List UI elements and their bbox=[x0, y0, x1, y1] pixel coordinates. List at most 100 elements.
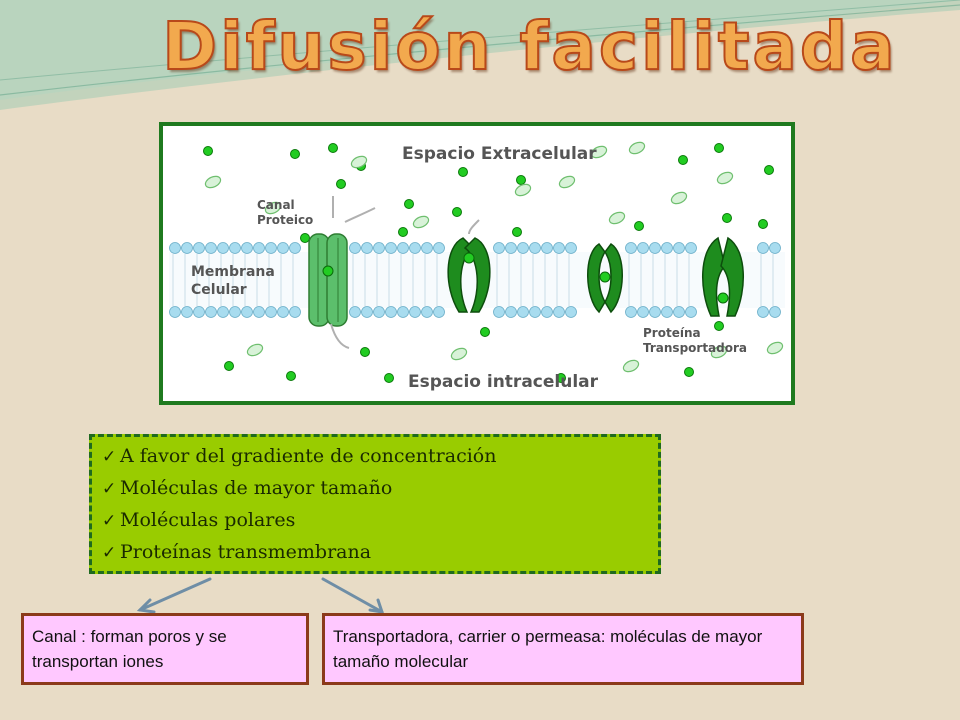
lipid-head bbox=[661, 306, 673, 318]
lipid-head bbox=[769, 306, 781, 318]
lipid-head bbox=[685, 306, 697, 318]
polar-molecule bbox=[514, 183, 532, 197]
lipid-head bbox=[169, 306, 181, 318]
solute-particle bbox=[328, 143, 338, 153]
lipid-head bbox=[229, 242, 241, 254]
lipid-head bbox=[757, 242, 769, 254]
polar-molecule bbox=[350, 155, 368, 169]
solute-particle bbox=[404, 199, 414, 209]
feature-item: ✓Proteínas transmembrana bbox=[102, 537, 648, 569]
solute-particle bbox=[224, 361, 234, 371]
solute-particle bbox=[714, 321, 724, 331]
carrier-protein-closed bbox=[587, 242, 623, 314]
lipid-head bbox=[397, 242, 409, 254]
solute-particle bbox=[684, 367, 694, 377]
label-channel-line1: Canal bbox=[257, 198, 295, 212]
polar-molecule bbox=[264, 201, 282, 215]
lipid-head bbox=[673, 242, 685, 254]
lipid-head bbox=[433, 306, 445, 318]
lipid-head bbox=[349, 242, 361, 254]
lipid-head bbox=[289, 306, 301, 318]
lipid-head bbox=[757, 306, 769, 318]
lipid-head bbox=[205, 242, 217, 254]
solute-particle bbox=[290, 149, 300, 159]
facilitated-diffusion-diagram: Espacio Extracelular Espacio intracelula… bbox=[159, 122, 795, 405]
lipid-head bbox=[505, 306, 517, 318]
solute-particle bbox=[512, 227, 522, 237]
solute-particle bbox=[480, 327, 490, 337]
solute-particle bbox=[336, 179, 346, 189]
lipid-head bbox=[349, 306, 361, 318]
lipid-head bbox=[229, 306, 241, 318]
solute-particle bbox=[203, 146, 213, 156]
check-icon: ✓ bbox=[102, 511, 117, 531]
polar-molecule bbox=[608, 211, 626, 225]
lipid-head bbox=[565, 306, 577, 318]
carrier-protein-open-out bbox=[447, 237, 491, 313]
lipid-head bbox=[769, 242, 781, 254]
lipid-head bbox=[181, 242, 193, 254]
lipid-head bbox=[265, 306, 277, 318]
lipid-head bbox=[193, 242, 205, 254]
lipid-head bbox=[373, 306, 385, 318]
solute-particle bbox=[764, 165, 774, 175]
lipid-head bbox=[565, 242, 577, 254]
lipid-head bbox=[241, 242, 253, 254]
lipid-head bbox=[289, 242, 301, 254]
carrier-type-box: Transportadora, carrier o permeasa: molé… bbox=[322, 613, 804, 685]
polar-molecule bbox=[622, 359, 640, 373]
polar-molecule bbox=[246, 343, 264, 357]
particles bbox=[203, 141, 784, 383]
carrier-protein-open-in bbox=[702, 236, 744, 317]
feature-item: ✓Moléculas polares bbox=[102, 505, 648, 537]
solute-particle bbox=[634, 221, 644, 231]
lipid-head bbox=[517, 306, 529, 318]
solute-particle bbox=[516, 175, 526, 185]
label-carrier-line1: Proteína bbox=[643, 326, 701, 340]
lipid-head bbox=[241, 306, 253, 318]
lipid-head bbox=[493, 242, 505, 254]
page-title: Difusión facilitada bbox=[161, 7, 898, 86]
label-channel: Canal Proteico bbox=[257, 198, 313, 228]
lipid-head bbox=[217, 242, 229, 254]
lipid-head bbox=[277, 242, 289, 254]
lipid-head bbox=[253, 242, 265, 254]
label-intracellular: Espacio intracelular bbox=[408, 372, 599, 392]
label-membrane: Membrana Celular bbox=[191, 263, 275, 299]
lipid-head bbox=[397, 306, 409, 318]
label-carrier-line2: Transportadora bbox=[643, 341, 748, 355]
channel-type-box: Canal : forman poros y se transportan io… bbox=[21, 613, 309, 685]
solute-particle bbox=[300, 233, 310, 243]
polar-molecule bbox=[204, 175, 222, 189]
label-membrane-line2: Celular bbox=[191, 282, 247, 298]
solute-particle bbox=[758, 219, 768, 229]
check-icon: ✓ bbox=[102, 479, 117, 499]
solute-particle bbox=[678, 155, 688, 165]
label-carrier: Proteína Transportadora bbox=[643, 326, 747, 356]
label-extracellular: Espacio Extracelular bbox=[402, 144, 597, 164]
polar-molecule bbox=[558, 175, 576, 189]
polar-molecule bbox=[628, 141, 646, 155]
lipid-head bbox=[193, 306, 205, 318]
lipid-head bbox=[541, 242, 553, 254]
solute-particle bbox=[714, 143, 724, 153]
lipid-head bbox=[553, 306, 565, 318]
feature-item: ✓A favor del gradiente de concentración bbox=[102, 441, 648, 473]
polar-molecule bbox=[710, 345, 728, 359]
lipid-head bbox=[385, 242, 397, 254]
polar-molecule bbox=[766, 341, 784, 355]
solute-particle bbox=[722, 213, 732, 223]
polar-molecule bbox=[670, 191, 688, 205]
lipid-head bbox=[505, 242, 517, 254]
polar-molecule bbox=[716, 171, 734, 185]
lipid-head bbox=[541, 306, 553, 318]
membrane-illustration bbox=[169, 141, 785, 383]
feature-text: A favor del gradiente de concentración bbox=[120, 445, 497, 467]
channel-protein bbox=[308, 233, 348, 327]
lipid-head bbox=[493, 306, 505, 318]
lipid-head bbox=[253, 306, 265, 318]
features-box: ✓A favor del gradiente de concentración … bbox=[89, 434, 661, 574]
lipid-head bbox=[625, 306, 637, 318]
solute-particle bbox=[458, 167, 468, 177]
